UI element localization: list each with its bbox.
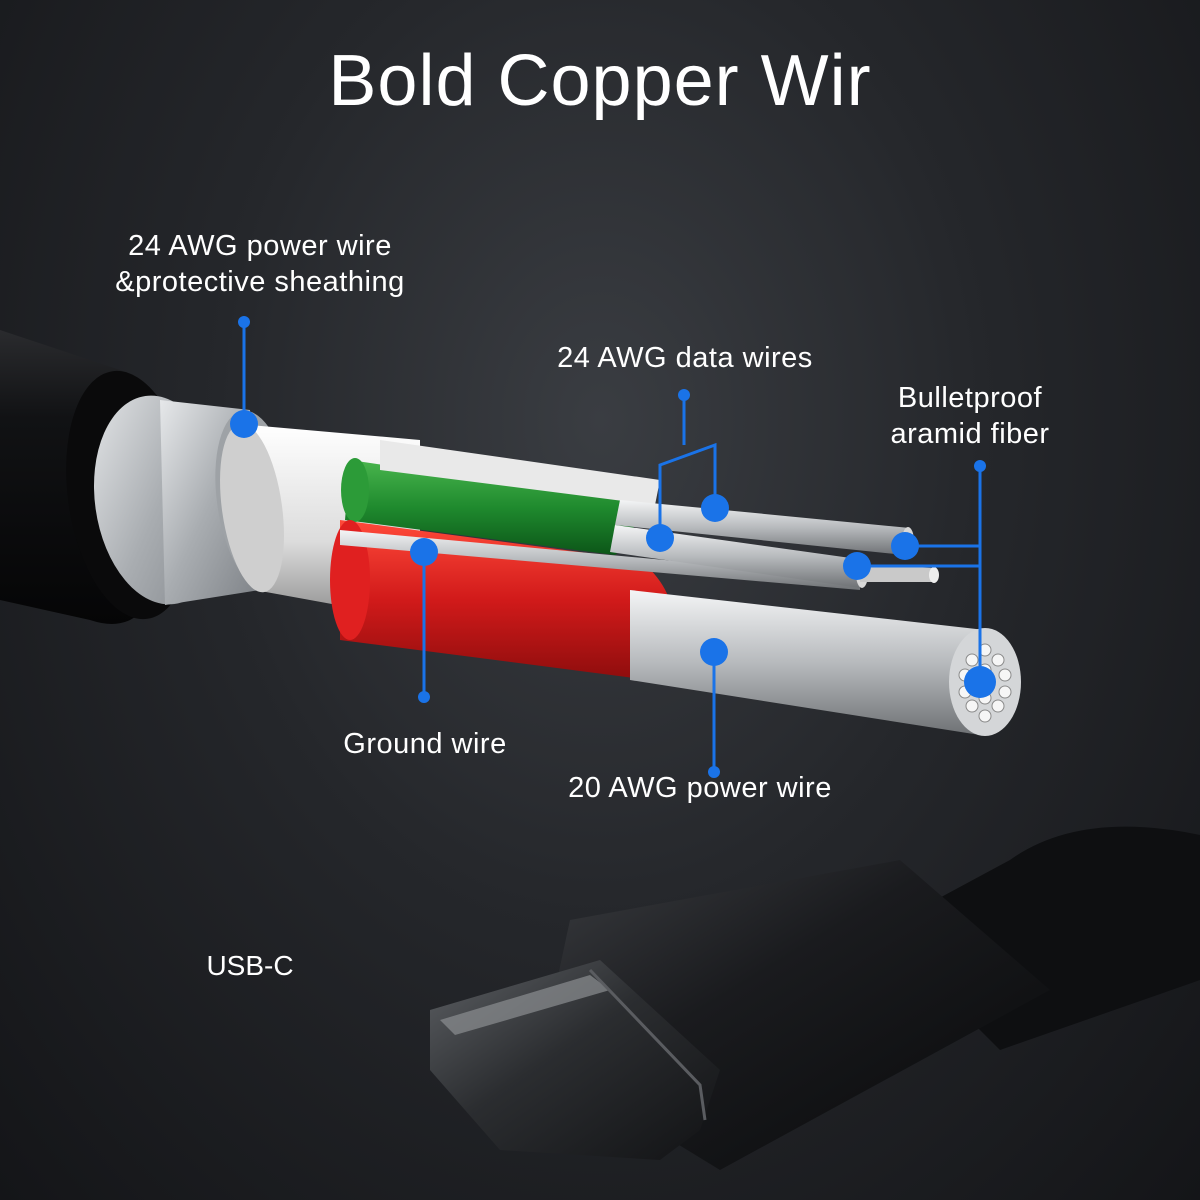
marker-dot xyxy=(418,691,430,703)
callout-line-2: &protective sheathing xyxy=(60,264,460,300)
marker-power20 xyxy=(700,638,728,666)
callout-line-1: 24 AWG power wire xyxy=(60,228,460,264)
marker-ground xyxy=(410,538,438,566)
page-title: Bold Copper Wir xyxy=(0,40,1200,122)
usb-c-label: USB-C xyxy=(170,950,330,982)
callout-line-1: Bulletproof xyxy=(860,380,1080,416)
callout-ground-wire: Ground wire xyxy=(320,726,530,762)
usb-c-connector xyxy=(430,827,1200,1170)
callout-aramid-fiber: Bulletproof aramid fiber xyxy=(860,380,1080,452)
marker-data-b xyxy=(646,524,674,552)
marker-aramid-a xyxy=(891,532,919,560)
marker-aramid-b xyxy=(843,552,871,580)
power-wire-20awg-strands xyxy=(630,590,1021,736)
callout-line-2: aramid fiber xyxy=(860,416,1080,452)
marker-dot xyxy=(678,389,690,401)
marker-dot xyxy=(974,460,986,472)
marker-aramid-c xyxy=(964,666,996,698)
marker-data-a xyxy=(701,494,729,522)
callout-20awg-power-wire: 20 AWG power wire xyxy=(540,770,860,806)
marker-dot xyxy=(238,316,250,328)
marker-power24 xyxy=(230,410,258,438)
callout-24awg-data-wires: 24 AWG data wires xyxy=(520,340,850,376)
aramid-fiber-strand xyxy=(860,565,939,583)
callout-24awg-power-wire: 24 AWG power wire &protective sheathing xyxy=(60,228,460,300)
